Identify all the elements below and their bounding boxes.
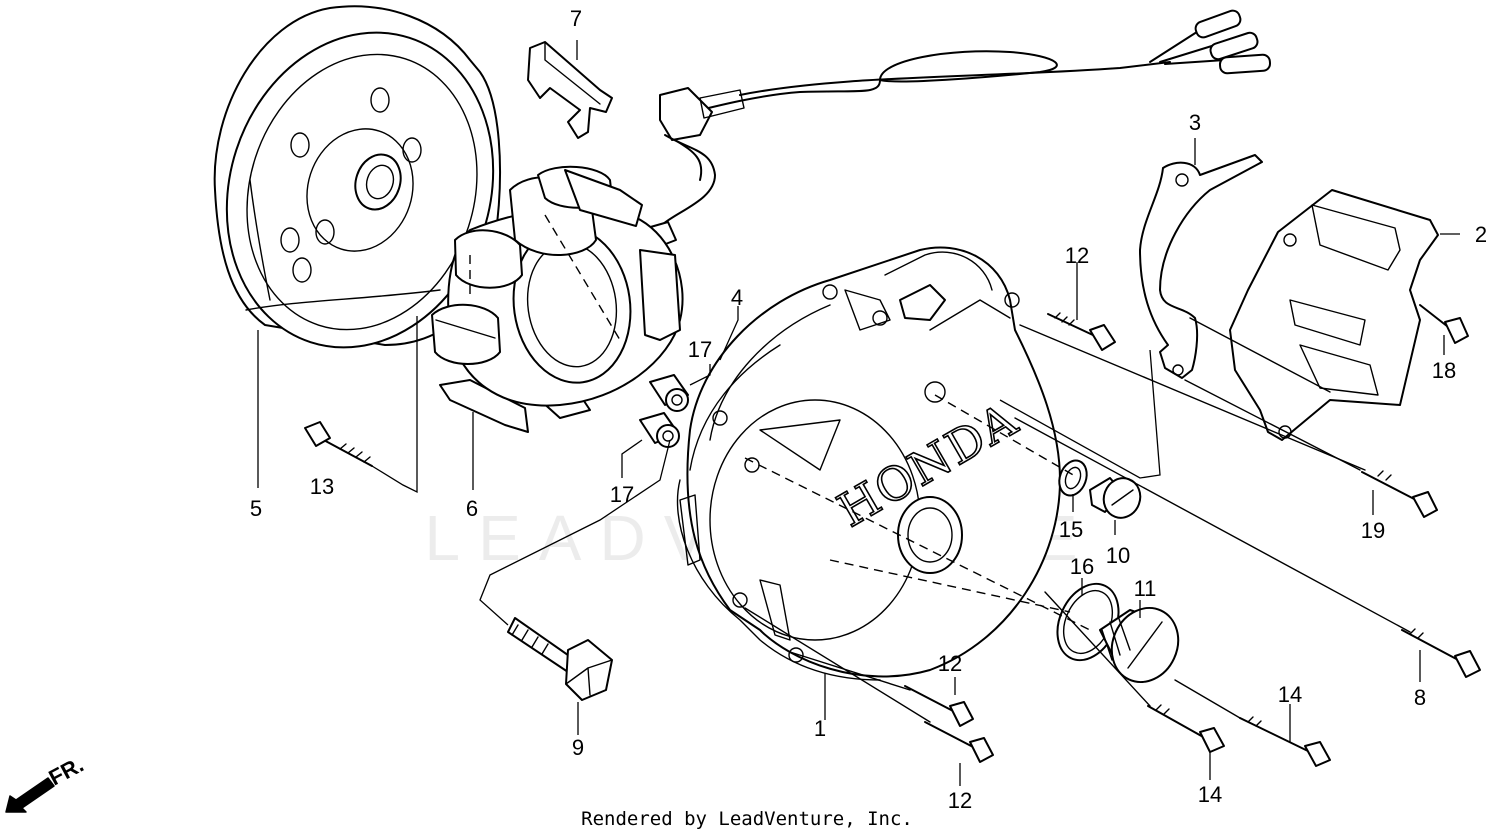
- bolt-19: [1361, 470, 1438, 518]
- bolt-13: [304, 421, 373, 467]
- callout-18: 18: [1432, 358, 1456, 383]
- bolt-14-right: [1239, 716, 1331, 767]
- alignment-lines: [371, 316, 1411, 723]
- callout-8: 8: [1414, 685, 1426, 710]
- callout-4: 4: [731, 285, 743, 310]
- callout-6: 6: [466, 496, 478, 521]
- callout-5: 5: [250, 496, 262, 521]
- render-credit-footer: Rendered by LeadVenture, Inc.: [581, 808, 913, 830]
- callout-19: 19: [1361, 518, 1385, 543]
- callout-13: 13: [310, 474, 334, 499]
- callout-14-lower: 14: [1198, 782, 1222, 807]
- flywheel-part: [213, 5, 501, 349]
- crankshaft-hole-cap-part: [1099, 607, 1180, 683]
- sprocket-guard-part: [1229, 189, 1439, 441]
- bolt-9: [507, 617, 613, 701]
- callout-labels: 1 2 3 4 5 6 7 8 9 10 11 12 12 12 13 14 1…: [250, 6, 1487, 813]
- bolt-12-lower: [924, 721, 994, 763]
- callout-11: 11: [1134, 576, 1157, 601]
- sealing-washer-part: [1058, 459, 1088, 497]
- callout-12-lower: 12: [948, 788, 972, 813]
- callout-14-upper: 14: [1278, 682, 1302, 707]
- callout-10: 10: [1106, 543, 1130, 568]
- callout-7: 7: [570, 6, 582, 31]
- leader-lines: [257, 40, 1460, 786]
- bolt-12-upper: [1047, 312, 1116, 351]
- callout-17-lower: 17: [610, 482, 634, 507]
- callout-16: 16: [1070, 554, 1094, 579]
- callout-15: 15: [1059, 517, 1083, 542]
- wire-clip-part: [527, 41, 613, 139]
- callout-17-upper: 17: [688, 337, 712, 362]
- wire-harness: [639, 9, 1272, 251]
- callout-3: 3: [1189, 110, 1201, 135]
- front-arrow-icon: [5, 777, 55, 813]
- bolt-8: [1401, 628, 1481, 678]
- callout-1: 1: [814, 716, 826, 741]
- stator-part: [431, 165, 684, 433]
- timing-hole-cap-part: [1089, 477, 1142, 519]
- front-direction-indicator: FR.: [5, 752, 88, 813]
- bolt-14-left: [1147, 704, 1225, 753]
- callout-2: 2: [1475, 222, 1487, 247]
- bolt-12-middle: [904, 685, 974, 727]
- callout-12-upper: 12: [1065, 243, 1089, 268]
- callout-9: 9: [572, 735, 584, 760]
- bolt-18: [1419, 304, 1469, 344]
- dowel-pins-part: [639, 374, 689, 448]
- callout-12-middle: 12: [938, 651, 962, 676]
- crankcase-cover-part: HONDA: [676, 246, 1061, 681]
